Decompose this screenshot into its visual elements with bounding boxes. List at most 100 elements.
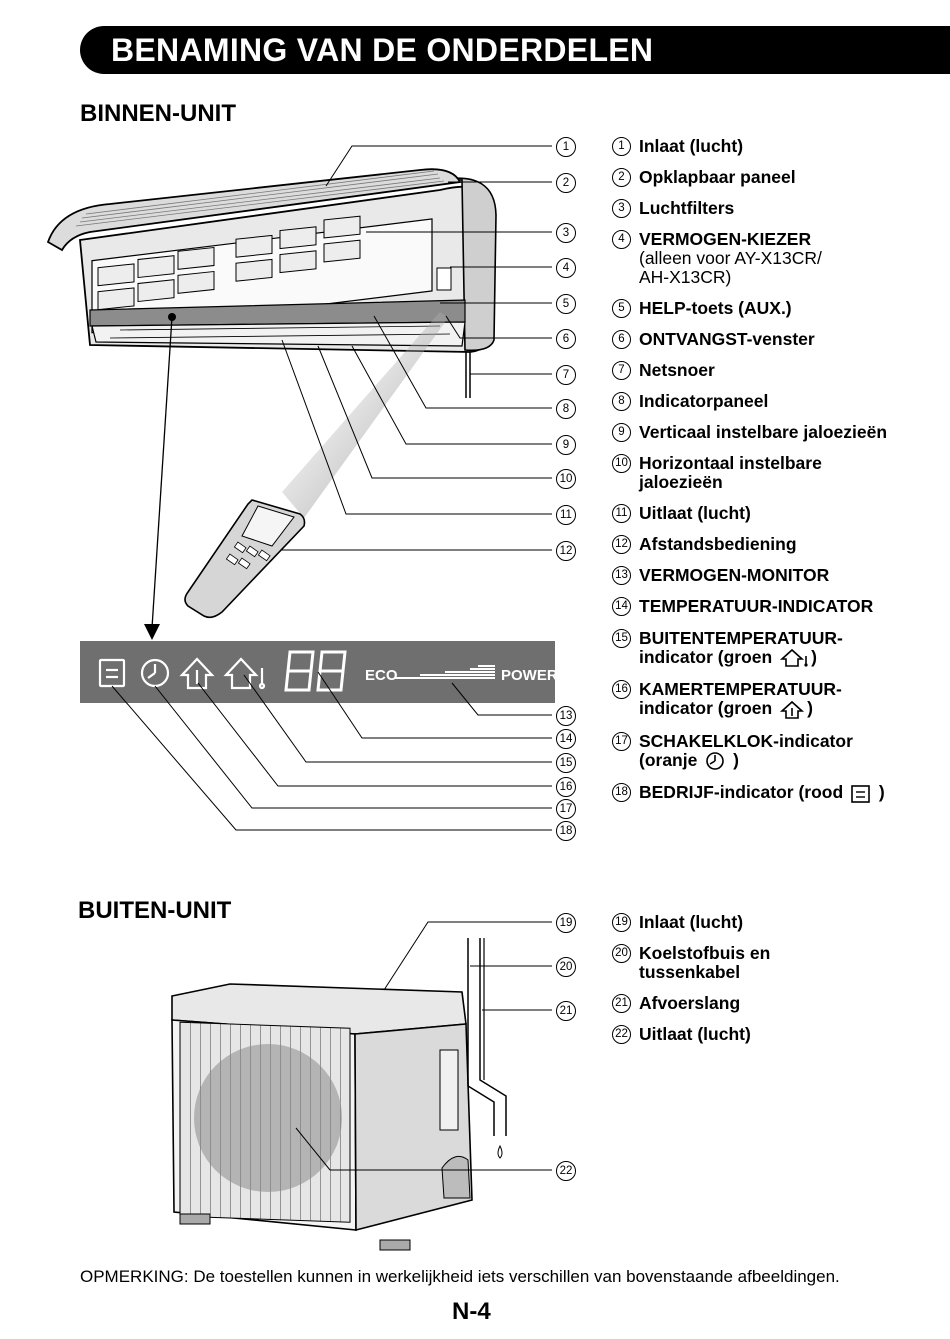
callout-12: 12 [556,541,576,561]
item-number: 14 [612,597,631,616]
callout-11: 11 [556,505,576,525]
callout-4: 4 [556,258,576,278]
item-label: Opklapbaar paneel [639,167,796,187]
item-label: BEDRIJF-indicator (rood [639,782,844,803]
callout-21: 21 [556,1001,576,1021]
list-item: 18 BEDRIJF-indicator (rood ) [612,783,887,803]
outdoor-unit-title: BUITEN-UNIT [78,897,232,924]
item-number: 21 [612,994,631,1013]
item-label-line2: tussenkabel [639,962,741,982]
page-number: N-4 [452,1298,491,1325]
indoor-unit-title: BINNEN-UNIT [80,100,236,127]
footer-note: OPMERKING: De toestellen kunnen in werke… [80,1267,840,1286]
item-label: TEMPERATUUR-INDICATOR [639,596,874,616]
callout-6: 6 [556,329,576,349]
item-label: Uitlaat (lucht) [639,1024,751,1044]
item-label: VERMOGEN-MONITOR [639,565,830,585]
callout-20: 20 [556,957,576,977]
power-label: POWER [501,667,558,684]
item-number: 15 [612,629,631,648]
item-number: 18 [612,783,631,803]
list-item: 22 Uitlaat (lucht) [612,1025,770,1044]
callout-5: 5 [556,294,576,314]
item-label: Uitlaat (lucht) [639,503,751,523]
remote-control-drawing [184,499,306,619]
item-number: 2 [612,168,631,187]
signal-beam [282,312,448,518]
item-number: 22 [612,1025,631,1044]
item-label: Indicatorpaneel [639,391,769,411]
callout-13: 13 [556,706,576,726]
list-item: 3 Luchtfilters [612,199,887,218]
list-item: 1 Inlaat (lucht) [612,137,887,156]
item-number: 4 [612,230,631,249]
list-item: 19 Inlaat (lucht) [612,913,770,932]
item-number: 7 [612,361,631,380]
item-close: ) [733,749,739,770]
callout-8: 8 [556,399,576,419]
list-item: 16 KAMERTEMPERATUUR- indicator (groen ) [612,680,887,719]
item-label: Luchtfilters [639,198,735,218]
item-number: 6 [612,330,631,349]
item-label: Afstandsbediening [639,534,797,554]
item-label-line2: indicator (groen [639,647,773,667]
callout-1: 1 [556,137,576,157]
callout-22: 22 [556,1161,576,1181]
item-close: ) [878,782,885,803]
item-label-line2: indicator (groen [639,698,773,719]
callout-10: 10 [556,469,576,489]
list-item: 14 TEMPERATUUR-INDICATOR [612,597,887,616]
item-label: VERMOGEN-KIEZER [639,229,812,249]
item-note: (alleen voor AY-X13CR/ [639,248,822,268]
outdoor-temperature-icon [779,649,808,668]
list-item: 2 Opklapbaar paneel [612,168,887,187]
callout-3: 3 [556,223,576,243]
callout-19: 19 [556,913,576,933]
callout-2: 2 [556,173,576,193]
item-number: 5 [612,299,631,318]
item-label: BUITENTEMPERATUUR- [639,628,843,648]
item-label: Afvoerslang [639,993,741,1013]
temperature-digits [284,650,347,692]
item-number: 12 [612,535,631,554]
item-close: ) [811,647,817,667]
timer-clock-icon [706,752,725,770]
eco-label: ECO [365,667,398,684]
item-number: 10 [612,454,631,473]
item-number: 17 [612,731,631,751]
indoor-parts-list: 1 Inlaat (lucht) 2 Opklapbaar paneel 3 L… [612,137,887,804]
item-number: 11 [612,504,631,523]
item-label-line2: jaloezieën [639,472,723,492]
page-header-banner: BENAMING VAN DE ONDERDELEN [80,26,950,74]
item-number: 8 [612,392,631,411]
list-item: 6 ONTVANGST-venster [612,330,887,349]
item-label-line2: (oranje [639,749,698,770]
item-number: 1 [612,137,631,156]
outdoor-unit-drawing [171,938,507,1251]
item-number: 13 [612,566,631,585]
item-label: Horizontaal instelbare [639,453,822,473]
room-temperature-icon [179,657,215,690]
list-item: 20 Koelstofbuis en tussenkabel [612,944,770,982]
list-item: 7 Netsnoer [612,361,887,380]
outdoor-parts-list: 19 Inlaat (lucht) 20 Koelstofbuis en tus… [612,913,770,1044]
item-number: 19 [612,913,631,932]
list-item: 4 VERMOGEN-KIEZER (alleen voor AY-X13CR/… [612,230,887,287]
power-level-bar [395,665,495,679]
list-item: 13 VERMOGEN-MONITOR [612,566,887,585]
list-item: 8 Indicatorpaneel [612,392,887,411]
indicator-panel: ECO POWER [80,641,558,703]
item-label: HELP-toets (AUX.) [639,298,792,318]
item-note: AH-X13CR) [639,267,732,287]
callout-18: 18 [556,821,576,841]
item-label: Netsnoer [639,360,715,380]
callout-15: 15 [556,753,576,773]
page-title: BENAMING VAN DE ONDERDELEN [111,32,654,68]
item-close: ) [807,698,813,719]
list-item: 12 Afstandsbediening [612,535,887,554]
callout-17: 17 [556,799,576,819]
outdoor-callout-lines [295,921,552,1171]
item-number: 16 [612,680,631,700]
list-item: 11 Uitlaat (lucht) [612,504,887,523]
